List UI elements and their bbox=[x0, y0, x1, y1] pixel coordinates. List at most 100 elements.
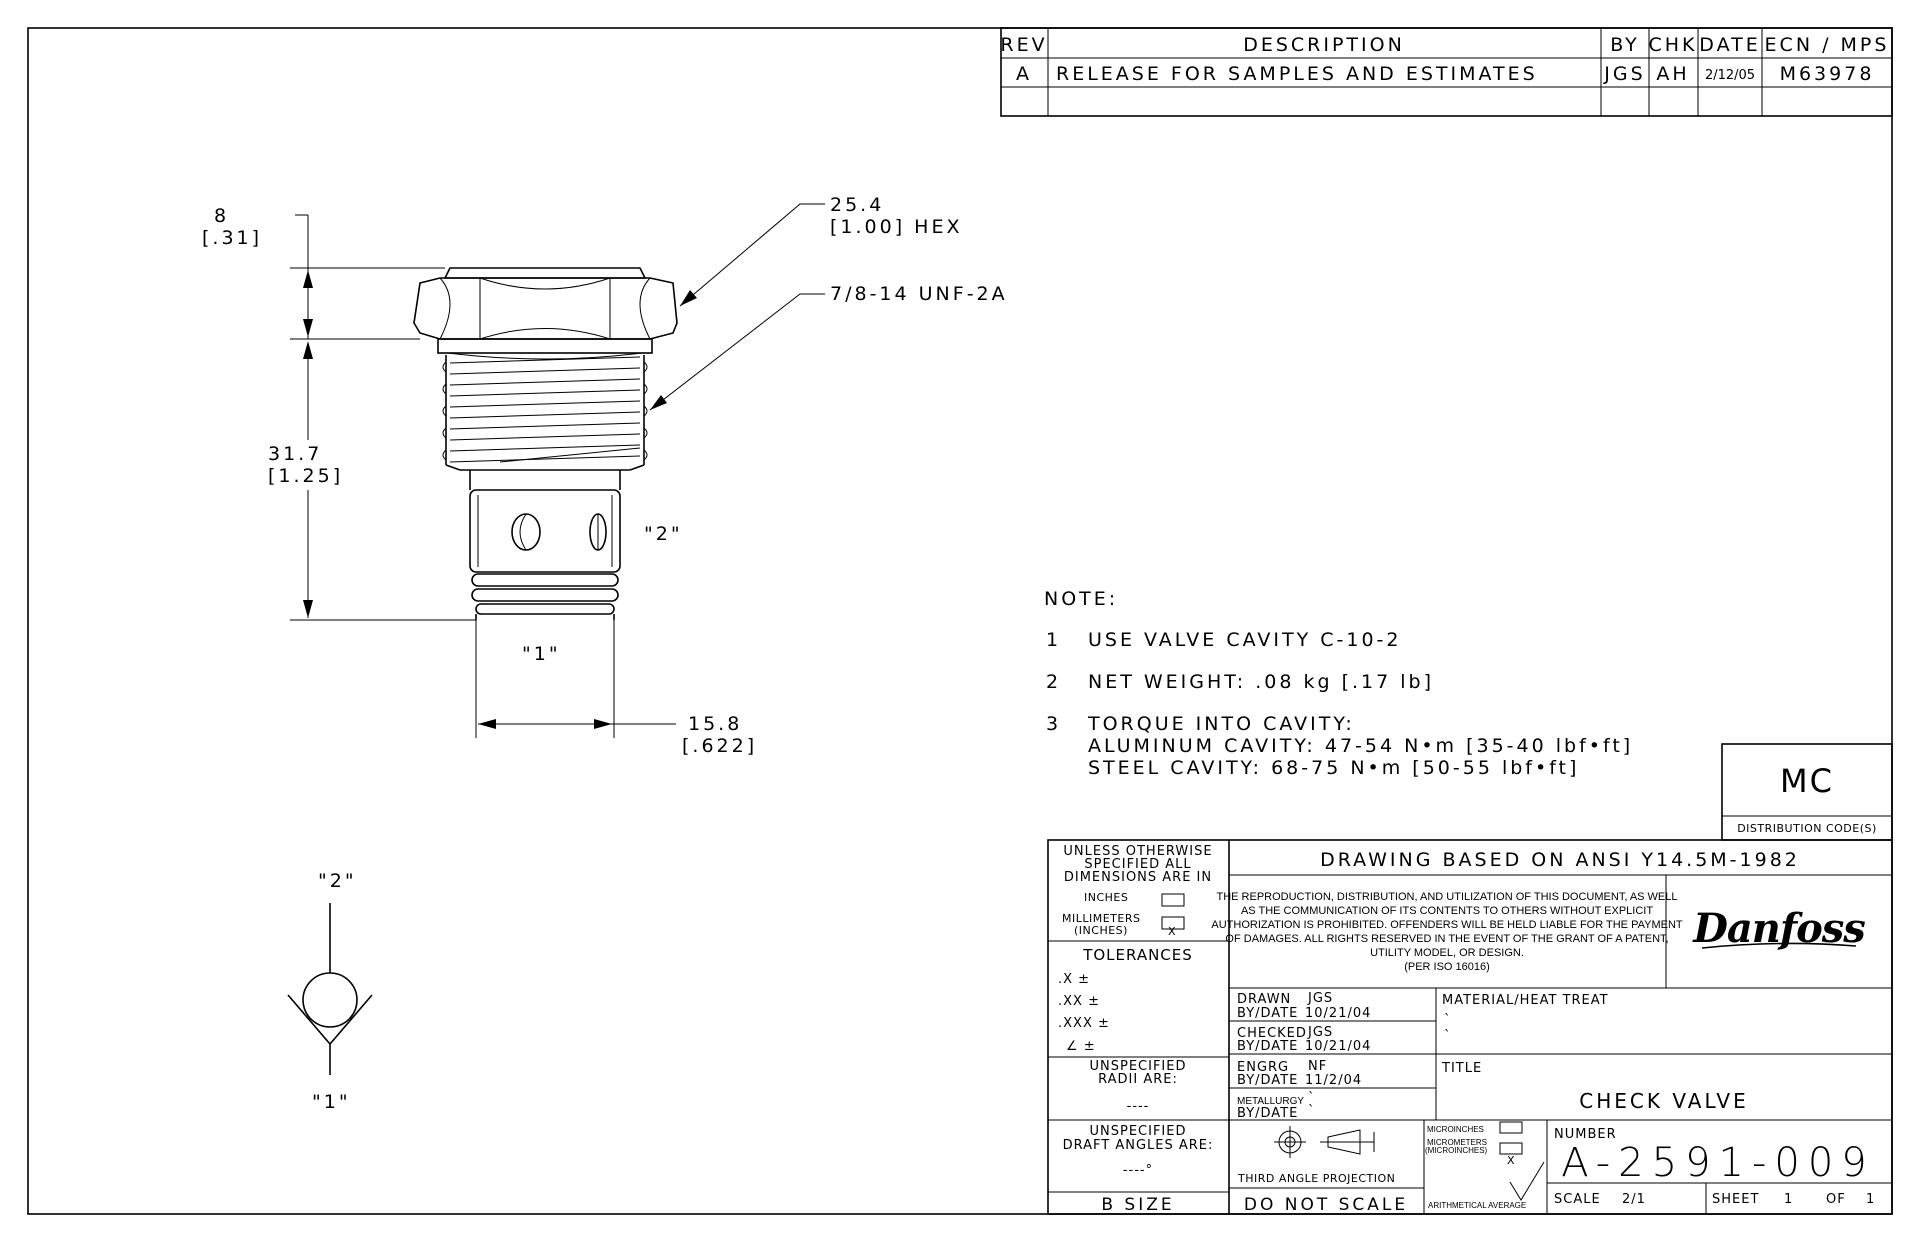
micrometer-checkbox bbox=[1499, 1142, 1523, 1155]
note-3-line-3: STEEL CAVITY: 68-75 N•m [50-55 lbf•ft] bbox=[1088, 757, 1579, 779]
micro-line-3: (MICROINCHES) bbox=[1425, 1146, 1488, 1155]
scale-value: 2/1 bbox=[1622, 1192, 1646, 1207]
dim-dia-in: [.622] bbox=[682, 735, 757, 757]
micro-checkbox bbox=[1499, 1121, 1523, 1134]
note-3-line-2: ALUMINUM CAVITY: 47-54 N•m [35-40 lbf•ft… bbox=[1088, 735, 1633, 757]
note-2-num: 2 bbox=[1046, 671, 1061, 693]
micro-line-1: MICROINCHES bbox=[1427, 1125, 1484, 1134]
mm-label-2: (INCHES) bbox=[1074, 924, 1128, 937]
port-2-label: "2" bbox=[644, 523, 683, 545]
ansi-standard: DRAWING BASED ON ANSI Y14.5M-1982 bbox=[1320, 849, 1800, 871]
distribution-code-box: MC DISTRIBUTION CODE(S) bbox=[1721, 743, 1893, 841]
unless-line-1: UNLESS OTHERWISE bbox=[1063, 844, 1212, 859]
checked-date: 10/21/04 bbox=[1305, 1039, 1371, 1054]
metallurgy-date-label: BY/DATE bbox=[1237, 1106, 1298, 1121]
sheet-size: B SIZE bbox=[1101, 1195, 1174, 1215]
engrg-by: NF bbox=[1308, 1059, 1327, 1074]
legal-line-1: THE REPRODUCTION, DISTRIBUTION, AND UTIL… bbox=[1216, 891, 1677, 903]
ecn-header: ECN / MPS bbox=[1765, 34, 1890, 56]
unless-line-3: DIMENSIONS ARE IN bbox=[1064, 870, 1212, 885]
distribution-code: MC bbox=[1780, 762, 1834, 800]
material-line-2: ` bbox=[1444, 1029, 1452, 1044]
title-block: UNLESS OTHERWISE SPECIFIED ALL DIMENSION… bbox=[1047, 839, 1893, 1215]
tol-xxx: .XXX ± bbox=[1058, 1016, 1110, 1031]
thread-section bbox=[442, 355, 648, 471]
scale-label: SCALE bbox=[1554, 1192, 1601, 1207]
check-valve-drawing: 8 [.31] 25.4 [1.00] HEX 7/8-14 UNF-2A 31… bbox=[202, 194, 1008, 757]
radii-value: ---- bbox=[1127, 1099, 1150, 1114]
sheet-border bbox=[27, 27, 1893, 1215]
note-1-num: 1 bbox=[1046, 629, 1061, 651]
dim-thread: 7/8-14 UNF-2A bbox=[830, 283, 1008, 305]
draft-line-1: UNSPECIFIED bbox=[1090, 1124, 1187, 1139]
checked-date-label: BY/DATE bbox=[1237, 1039, 1298, 1054]
micro-line-2: MICROMETERS bbox=[1427, 1138, 1487, 1147]
material-label: MATERIAL/HEAT TREAT bbox=[1442, 993, 1609, 1008]
metallurgy-by: ` bbox=[1308, 1091, 1316, 1106]
date-header: DATE bbox=[1699, 34, 1760, 56]
number-label: NUMBER bbox=[1554, 1127, 1617, 1142]
mm-checkbox-mark: X bbox=[1168, 925, 1176, 938]
port-body bbox=[469, 489, 621, 573]
drawn-date-label: BY/DATE bbox=[1237, 1006, 1298, 1021]
note-3-line-1: TORQUE INTO CAVITY: bbox=[1087, 713, 1355, 735]
drawing-number: A-2591-009 bbox=[1561, 1140, 1875, 1186]
micro-checkbox-mark: X bbox=[1507, 1154, 1515, 1167]
rev-value: A bbox=[1016, 63, 1032, 85]
by-header: BY bbox=[1610, 34, 1640, 56]
tol-xx: .XX ± bbox=[1058, 994, 1100, 1009]
engrg-date: 11/2/04 bbox=[1305, 1073, 1362, 1088]
hex-body bbox=[413, 277, 678, 340]
legal-line-6: (PER ISO 16016) bbox=[1404, 961, 1490, 973]
symbol-top-label: "2" bbox=[318, 870, 357, 892]
sheet-label: SHEET bbox=[1712, 1192, 1759, 1207]
dim-hex-height-in: [.31] bbox=[202, 227, 262, 249]
engrg-date-label: BY/DATE bbox=[1237, 1073, 1298, 1088]
dim-hex-height-mm: 8 bbox=[214, 205, 229, 227]
projection-label: THIRD ANGLE PROJECTION bbox=[1237, 1172, 1395, 1185]
do-not-scale: DO NOT SCALE bbox=[1244, 1195, 1408, 1215]
dim-hex-size-in: [1.00] HEX bbox=[830, 216, 962, 238]
description-value: RELEASE FOR SAMPLES AND ESTIMATES bbox=[1056, 63, 1538, 85]
tolerances-label: TOLERANCES bbox=[1082, 946, 1193, 964]
legal-line-2: AS THE COMMUNICATION OF ITS CONTENTS TO … bbox=[1241, 905, 1653, 917]
draft-line-2: DRAFT ANGLES ARE: bbox=[1063, 1138, 1214, 1153]
dim-dia-mm: 15.8 bbox=[688, 713, 742, 735]
of-label: OF bbox=[1826, 1192, 1846, 1207]
tol-angle: ∠ ± bbox=[1066, 1039, 1096, 1054]
arith-label: ARITHMETICAL AVERAGE bbox=[1428, 1201, 1526, 1210]
note-3-num: 3 bbox=[1046, 713, 1061, 735]
checked-label: CHECKED bbox=[1237, 1026, 1307, 1041]
drawing-title: CHECK VALVE bbox=[1579, 1089, 1748, 1113]
port-1-label: "1" bbox=[522, 643, 561, 665]
projection-cone-icon bbox=[1327, 1129, 1361, 1155]
note-1-text: USE VALVE CAVITY C-10-2 bbox=[1088, 629, 1401, 651]
symbol-bottom-label: "1" bbox=[312, 1091, 351, 1113]
drawn-label: DRAWN bbox=[1237, 992, 1291, 1007]
metallurgy-label: METALLURGY bbox=[1237, 1096, 1304, 1107]
of-value: 1 bbox=[1866, 1192, 1875, 1207]
dim-length-mm: 31.7 bbox=[268, 443, 322, 465]
legal-line-4: OF DAMAGES. ALL RIGHTS RESERVED IN THE E… bbox=[1225, 933, 1668, 945]
material-line-1: ` bbox=[1444, 1013, 1452, 1028]
check-valve-symbol: "2" "1" bbox=[287, 870, 373, 1113]
chk-value: AH bbox=[1656, 63, 1689, 85]
drawn-date: 10/21/04 bbox=[1305, 1006, 1371, 1021]
inches-label: INCHES bbox=[1084, 891, 1128, 904]
dim-length-in: [1.25] bbox=[268, 465, 343, 487]
legal-line-5: UTILITY MODEL, OR DESIGN. bbox=[1370, 947, 1524, 959]
inches-checkbox bbox=[1161, 893, 1185, 907]
distribution-label: DISTRIBUTION CODE(S) bbox=[1737, 822, 1877, 835]
legal-line-3: AUTHORIZATION IS PROHIBITED. OFFENDERS W… bbox=[1211, 919, 1683, 931]
side-port-hole bbox=[511, 513, 541, 551]
title-label: TITLE bbox=[1441, 1061, 1482, 1076]
draft-value: ----° bbox=[1123, 1163, 1153, 1178]
revision-table: REV DESCRIPTION BY CHK DATE ECN / MPS A … bbox=[1000, 27, 1893, 117]
sheet-value: 1 bbox=[1784, 1192, 1793, 1207]
chk-header: CHK bbox=[1648, 34, 1697, 56]
mm-label-1: MILLIMETERS bbox=[1062, 912, 1140, 925]
by-value: JGS bbox=[1603, 63, 1645, 85]
notes-block: NOTE: 1 USE VALVE CAVITY C-10-2 2 NET WE… bbox=[1044, 588, 1633, 779]
radii-line-1: UNSPECIFIED bbox=[1090, 1059, 1187, 1074]
